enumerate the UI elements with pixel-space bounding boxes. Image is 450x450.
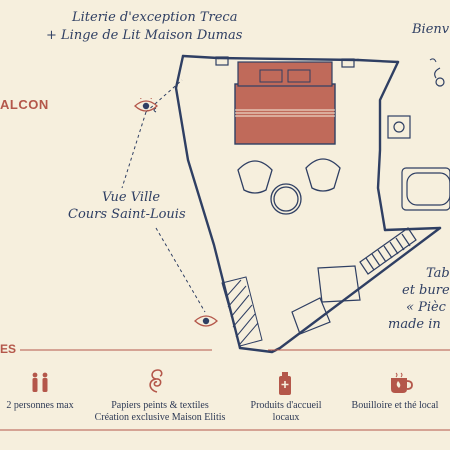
section-marker: ES — [0, 342, 17, 356]
eye-icon — [194, 315, 218, 327]
welcome-annotation: Bienv — [412, 22, 450, 37]
amenity-caption-capacity: 2 personnes max — [0, 400, 80, 412]
amenity-caption-toiletries: Produits d'accueil locaux — [238, 400, 334, 424]
bedding-annotation-line2: + Linge de Lit Maison Dumas — [46, 28, 243, 43]
bed — [234, 61, 336, 145]
window-marks — [215, 56, 355, 68]
wardrobe-hatch — [221, 276, 263, 347]
amenity-label: Création exclusive Maison Elitis — [94, 412, 226, 423]
amenity-caption-wallpaper: Papiers peints & textiles Création exclu… — [86, 400, 234, 424]
view-sight-lines — [121, 79, 206, 313]
desk-annotation-line1: Tabl — [426, 266, 450, 281]
balcony-label: ALCON — [0, 97, 49, 112]
city-view-annotation-line2: Cours Saint-Louis — [68, 207, 186, 222]
toiletries-bottle-icon — [279, 372, 291, 395]
amenity-caption-kettle: Bouilloire et thé local — [340, 400, 450, 412]
armchairs — [237, 158, 341, 215]
two-people-icon — [32, 372, 48, 392]
wallpaper-swirl-icon — [149, 369, 163, 393]
eye-icon — [134, 98, 158, 112]
kettle-tea-icon — [391, 372, 413, 393]
amenity-label: Papiers peints & textiles — [111, 400, 209, 411]
amenity-label: Bouilloire et thé local — [351, 400, 439, 411]
desk-annotation-line3: « Pièc — [406, 300, 446, 315]
city-view-annotation-line1: Vue Ville — [102, 190, 161, 205]
bathroom — [387, 67, 450, 211]
bedding-annotation-line1: Literie d'exception Treca — [72, 10, 238, 25]
amenity-label: locaux — [272, 412, 300, 423]
amenity-label: 2 personnes max — [6, 400, 74, 411]
desk-annotation-line2: et burea — [402, 283, 450, 298]
desk-annotation-line4: made in — [388, 317, 441, 332]
desk-radiator — [291, 227, 417, 335]
decor-loops — [153, 58, 437, 113]
amenity-label: Produits d'accueil — [250, 400, 322, 411]
